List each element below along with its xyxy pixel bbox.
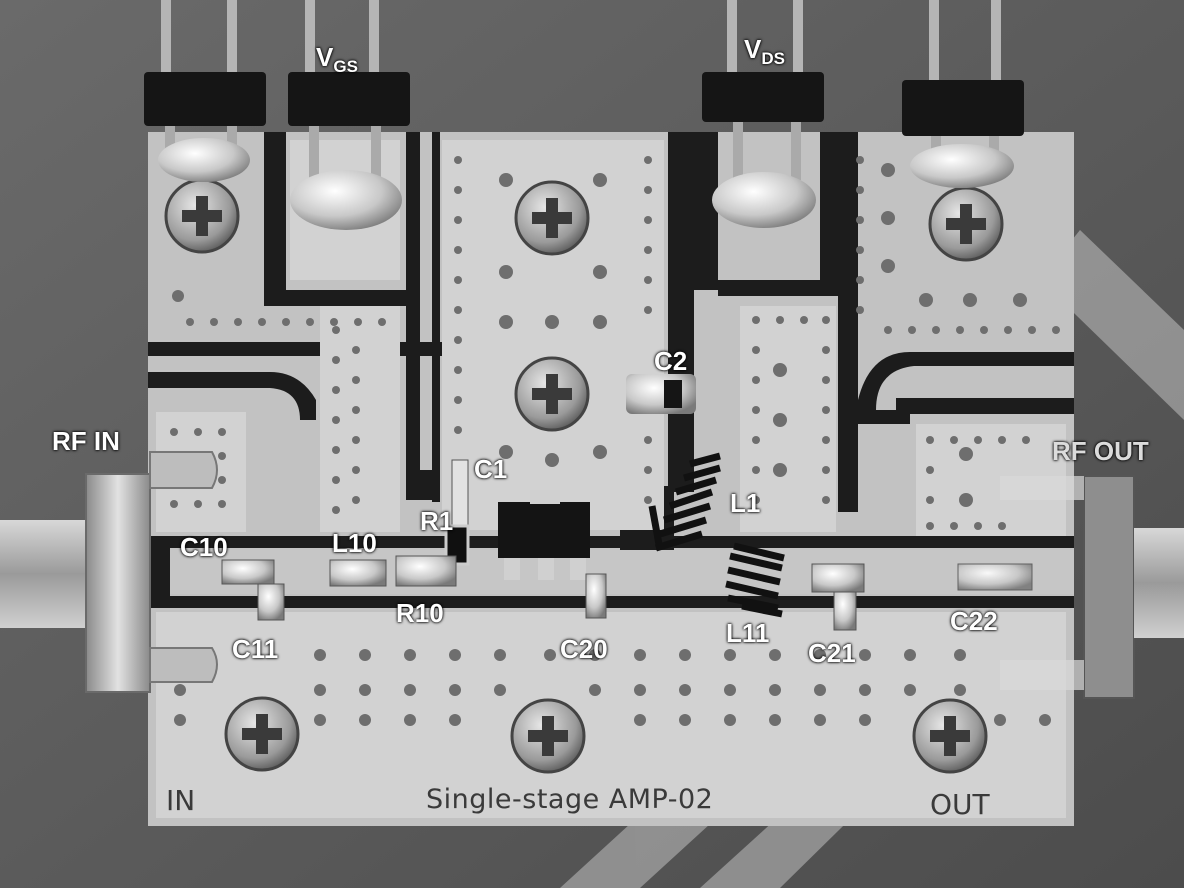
- vias: [170, 152, 1060, 726]
- label-r10: R10: [396, 598, 444, 628]
- label-vgs: VGS: [316, 42, 358, 76]
- label-rf-in: RF IN: [52, 426, 120, 456]
- etched-gaps: [148, 132, 1074, 608]
- inductor-l11: [725, 542, 785, 618]
- label-c22: C22: [950, 606, 998, 636]
- label-rf-out: RF OUT: [1052, 436, 1149, 466]
- label-c11: C11: [232, 634, 279, 664]
- label-c21: C21: [808, 638, 856, 668]
- label-c10: C10: [180, 532, 228, 562]
- transistor: [498, 490, 590, 580]
- silkscreen-out: OUT: [930, 788, 990, 821]
- label-r1: R1: [420, 506, 454, 536]
- label-c2: C2: [654, 346, 688, 376]
- sma-out-connector: [1000, 475, 1184, 699]
- smd-components: [221, 374, 1033, 631]
- label-c1: C1: [474, 454, 508, 484]
- label-vds: VDS: [744, 34, 785, 68]
- label-c20: C20: [560, 634, 608, 664]
- screws: [164, 178, 1004, 774]
- header-pins: [161, 0, 1001, 82]
- silkscreen-in: IN: [166, 784, 196, 817]
- rf-microstrip: [170, 550, 1074, 594]
- sma-in-connector: [0, 451, 218, 693]
- silkscreen-title: Single-stage AMP-02: [426, 784, 714, 815]
- inductor-l1: [648, 452, 721, 552]
- pin-headers: [144, 72, 1024, 136]
- label-l1: L1: [730, 488, 761, 518]
- label-l10: L10: [332, 528, 377, 558]
- label-l11: L11: [726, 618, 770, 648]
